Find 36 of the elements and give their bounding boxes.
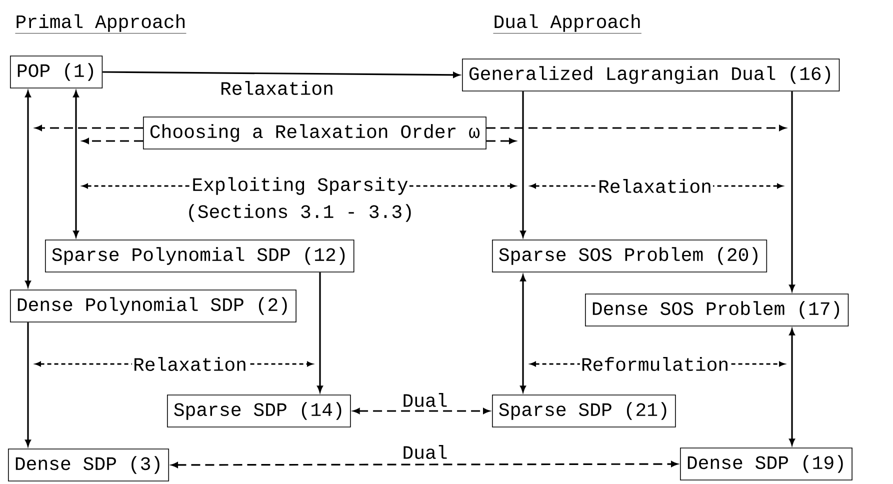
text-box: Generalized Lagrangian Dual (16) [462,58,840,92]
section-heading: Dual Approach [493,14,642,34]
text-box: Choosing a Relaxation Order ω [143,116,486,150]
text-box: Sparse SDP (21) [492,394,676,428]
arrow [353,408,490,414]
arrow-label: Relaxation [132,356,248,372]
arrow [35,125,143,131]
text-box: POP (1) [10,56,103,88]
arrow [102,71,460,78]
arrow-label: Exploiting Sparsity [190,176,410,196]
arrow [171,461,678,468]
edge-label: Relaxation [219,80,336,96]
text-box: Dense Polynomial SDP (2) [10,290,296,322]
edge-label: Dual [401,444,449,460]
text-box: Sparse Polynomial SDP (12) [45,240,354,272]
arrow [25,322,31,446]
arrow [486,138,516,144]
text-box: Dense SOS Problem (17) [585,294,849,326]
arrow [789,91,795,292]
arrow [520,274,526,392]
arrow [25,90,31,288]
arrow [486,125,786,131]
section-heading: Primal Approach [15,14,186,34]
arrow [82,138,143,144]
arrow [73,90,79,238]
arrow [317,272,323,392]
arrow-label: Relaxation [597,178,714,194]
arrow [789,328,795,446]
arrow-label: (Sections 3.1 - 3.3) [189,204,411,222]
arrow [520,91,526,238]
text-box: Dense SDP (19) [680,448,852,480]
arrow-label: Reformulation [580,356,730,372]
text-box: Dense SDP (3) [8,448,170,482]
text-box: Sparse SDP (14) [167,394,351,428]
text-box: Sparse SOS Problem (20) [492,240,768,272]
edge-label: Dual [401,392,449,408]
